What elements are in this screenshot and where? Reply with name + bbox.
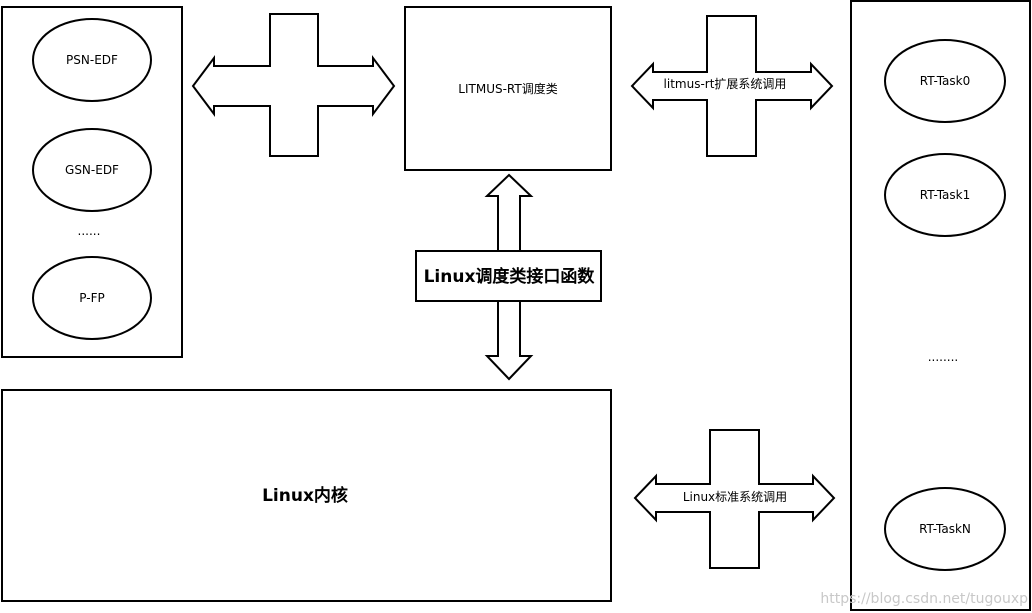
task-label-n: RT-TaskN bbox=[919, 522, 971, 536]
cross-arrow-standard-syscalls bbox=[633, 429, 836, 569]
task-node-1[interactable] bbox=[884, 153, 1006, 237]
policy-label-psn-edf: PSN-EDF bbox=[66, 53, 118, 67]
task-node-0[interactable] bbox=[884, 39, 1006, 123]
litmus-syscall-label: litmus-rt扩展系统调用 bbox=[664, 77, 787, 91]
litmus-class-box[interactable] bbox=[404, 6, 612, 171]
task-ellipsis: ........ bbox=[928, 350, 959, 364]
policy-label-gsn-edf: GSN-EDF bbox=[65, 163, 119, 177]
litmus-class-label: LITMUS-RT调度类 bbox=[458, 81, 557, 96]
task-node-n[interactable] bbox=[884, 487, 1006, 571]
policy-label-p-fp: P-FP bbox=[79, 291, 104, 305]
policy-node-p-fp[interactable] bbox=[32, 256, 152, 340]
policy-node-psn-edf[interactable] bbox=[32, 18, 152, 102]
linux-interface-label: Linux调度类接口函数 bbox=[424, 266, 596, 287]
policy-node-gsn-edf[interactable] bbox=[32, 128, 152, 212]
task-label-0: RT-Task0 bbox=[920, 74, 970, 88]
cross-arrow-policies-litmus bbox=[191, 13, 396, 157]
linux-interface-box[interactable] bbox=[415, 250, 602, 302]
task-label-1: RT-Task1 bbox=[920, 188, 970, 202]
cross-arrow-litmus-syscalls bbox=[630, 15, 834, 157]
standard-syscall-label: Linux标准系统调用 bbox=[683, 490, 787, 504]
watermark: https://blog.csdn.net/tugouxp bbox=[820, 591, 1028, 607]
linux-kernel-box[interactable] bbox=[1, 389, 612, 602]
linux-kernel-label: Linux内核 bbox=[262, 485, 348, 506]
policy-ellipsis: ...... bbox=[78, 224, 101, 238]
